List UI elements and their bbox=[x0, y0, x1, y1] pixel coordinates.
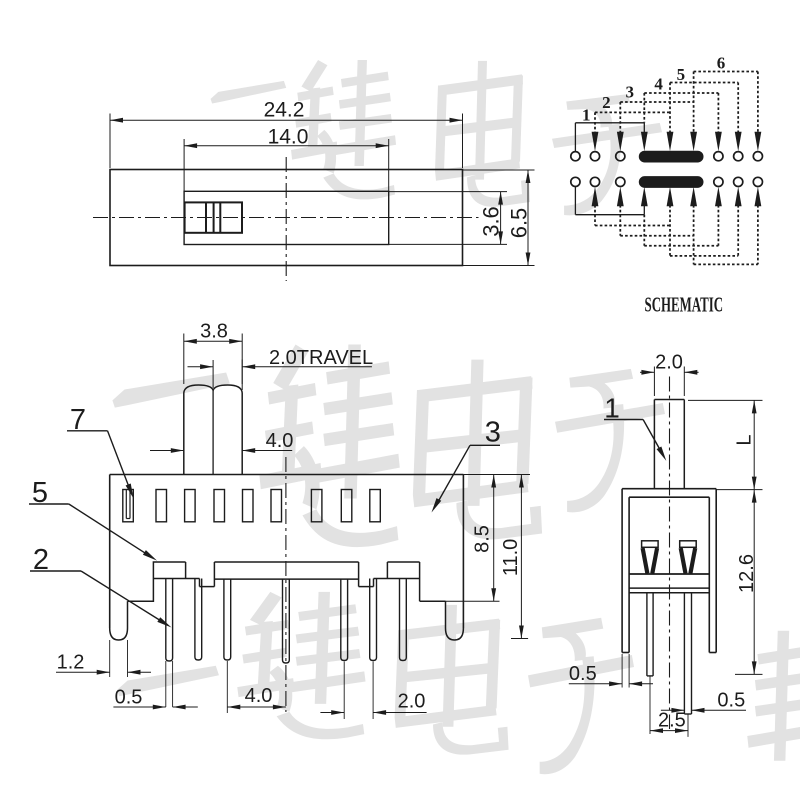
svg-text:12.6: 12.6 bbox=[736, 554, 758, 593]
svg-text:5: 5 bbox=[32, 477, 48, 509]
svg-text:2.0: 2.0 bbox=[398, 691, 426, 713]
svg-text:0.5: 0.5 bbox=[115, 687, 143, 709]
svg-text:3.6: 3.6 bbox=[479, 206, 504, 237]
svg-text:6.5: 6.5 bbox=[507, 208, 532, 239]
svg-text:SCHEMATIC: SCHEMATIC bbox=[645, 292, 724, 316]
svg-text:L: L bbox=[734, 434, 756, 445]
svg-text:24.2: 24.2 bbox=[264, 99, 305, 122]
svg-text:2.0: 2.0 bbox=[655, 351, 683, 373]
svg-text:1.2: 1.2 bbox=[57, 651, 85, 673]
svg-text:11.0: 11.0 bbox=[500, 539, 522, 576]
svg-text:4.0: 4.0 bbox=[245, 685, 273, 707]
svg-text:2.0TRAVEL: 2.0TRAVEL bbox=[269, 347, 373, 369]
svg-text:4.0: 4.0 bbox=[266, 430, 294, 452]
svg-text:1: 1 bbox=[604, 393, 620, 424]
svg-text:3: 3 bbox=[485, 416, 501, 448]
svg-text:3.8: 3.8 bbox=[200, 321, 228, 343]
svg-text:8.5: 8.5 bbox=[472, 525, 494, 553]
svg-text:0.5: 0.5 bbox=[717, 689, 745, 711]
svg-text:7: 7 bbox=[70, 404, 86, 436]
svg-text:2: 2 bbox=[602, 93, 611, 112]
svg-text:3: 3 bbox=[625, 83, 634, 102]
svg-text:5: 5 bbox=[677, 65, 686, 84]
svg-text:14.0: 14.0 bbox=[268, 125, 309, 148]
svg-text:4: 4 bbox=[654, 74, 663, 93]
svg-text:2: 2 bbox=[33, 544, 49, 576]
svg-text:6: 6 bbox=[717, 53, 726, 72]
svg-text:0.5: 0.5 bbox=[569, 663, 597, 685]
svg-text:1: 1 bbox=[582, 105, 591, 124]
svg-text:2.5: 2.5 bbox=[658, 710, 686, 732]
